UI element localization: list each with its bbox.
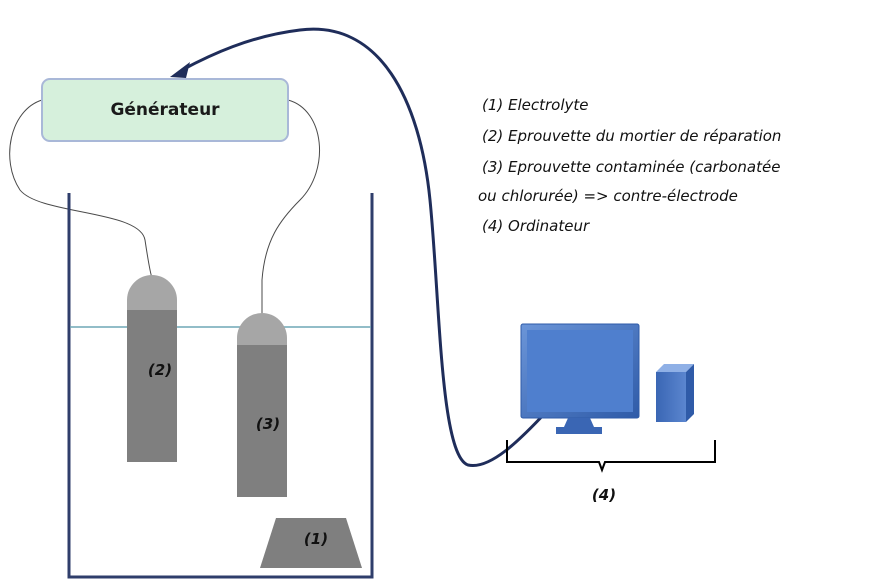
generator-box	[41, 78, 289, 142]
electrolyte-block	[260, 518, 362, 568]
sample-contaminated-cap	[237, 313, 287, 345]
sample-repair-mortar-cap	[127, 275, 177, 310]
computer-label: (4)	[592, 486, 616, 504]
legend-line-2: (2) Eprouvette du mortier de réparation	[482, 127, 781, 145]
sample-repair-mortar-label: (2)	[148, 361, 172, 379]
sample-repair-mortar	[127, 310, 177, 462]
legend-line-5: (4) Ordinateur	[482, 217, 590, 235]
computer-icon	[520, 323, 694, 434]
electrolyte-container	[67, 193, 374, 579]
generator-wire-right	[261, 99, 320, 315]
computer-bracket	[506, 440, 716, 473]
cable-arrowhead	[170, 62, 190, 78]
sample-contaminated-label: (3)	[256, 415, 280, 433]
computer-tower-top	[656, 364, 694, 372]
generator-label: Générateur	[110, 100, 220, 120]
monitor-screen-inner	[527, 330, 633, 412]
monitor-stand	[564, 418, 594, 427]
computer-tower-side	[686, 364, 694, 422]
electrolyte-label: (1)	[304, 530, 328, 548]
legend-line-4: ou chlorurée) => contre-électrode	[478, 187, 738, 205]
legend-line-3: (3) Eprouvette contaminée (carbonatée	[482, 158, 780, 176]
sample-contaminated	[237, 345, 287, 497]
computer-generator-cable	[181, 27, 550, 468]
legend-line-1: (1) Electrolyte	[482, 96, 589, 114]
monitor-base	[556, 427, 602, 434]
legend: (1) Electrolyte (2) Eprouvette du mortie…	[478, 96, 781, 235]
computer-tower	[656, 372, 686, 422]
